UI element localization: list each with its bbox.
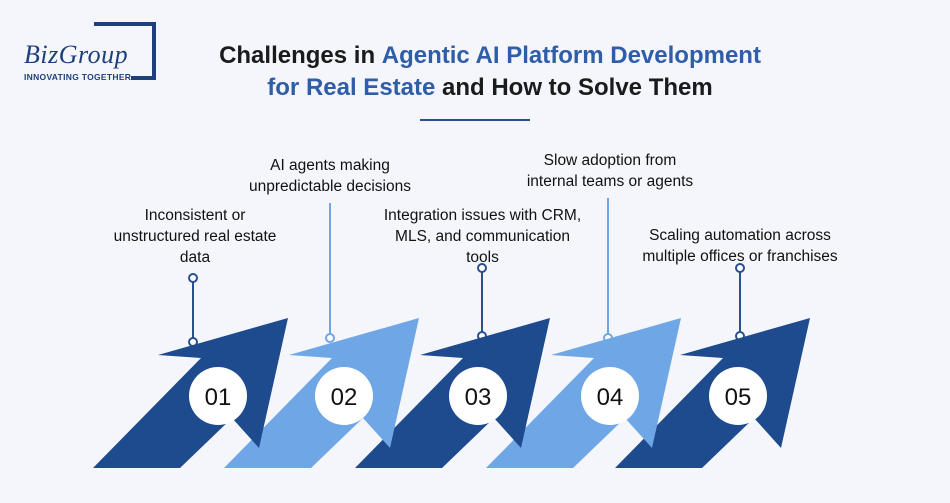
badge-5-number: 05 (725, 384, 752, 411)
step-1-caption: Inconsistent or unstructured real estate… (80, 205, 310, 268)
step-2-line1: AI agents making (270, 157, 390, 174)
bizgroup-logo: BizGroup INNOVATING TOGETHER (22, 22, 172, 86)
badge-3-number: 03 (465, 384, 492, 411)
step-3-line3: tools (466, 249, 499, 266)
badge-1-number: 01 (205, 384, 232, 411)
step-3-caption: Integration issues with CRM, MLS, and co… (355, 205, 610, 268)
badge-2 (315, 367, 373, 425)
step-2-caption: AI agents making unpredictable decisions (215, 155, 445, 197)
badge-5 (709, 367, 767, 425)
step-5-caption: Scaling automation across multiple offic… (610, 225, 870, 267)
step-3-line1: Integration issues with CRM, (383, 207, 582, 224)
title-underline (420, 119, 530, 121)
step-1-line3: data (179, 249, 211, 266)
step-5-line1: Scaling automation across (649, 227, 831, 244)
step-5-line2: multiple offices or franchises (642, 248, 838, 265)
page-title: Challenges in Agentic AI Platform Develo… (180, 40, 800, 104)
badge-3 (449, 367, 507, 425)
badge-4-number: 04 (597, 384, 624, 411)
title-highlight2: for Real Estate (267, 74, 436, 101)
title-part1: Challenges in (219, 42, 382, 69)
badge-4 (581, 367, 639, 425)
step-4-line1: Slow adoption from (543, 152, 677, 169)
step-1-line2: unstructured real estate (113, 228, 277, 245)
connector-2-dot (325, 333, 335, 343)
title-part2: and How to Solve Them (435, 74, 713, 101)
badge-2-number: 02 (331, 384, 358, 411)
connector-3-dot-top (477, 263, 487, 273)
logo-tagline: INNOVATING TOGETHER (24, 72, 132, 82)
step-2-line2: unpredictable decisions (249, 178, 411, 195)
badge-1 (189, 367, 247, 425)
connector-5-dot-top (735, 263, 745, 273)
logo-name: BizGroup (22, 40, 131, 70)
title-highlight1: Agentic AI Platform Development (381, 42, 761, 69)
step-4-caption: Slow adoption from internal teams or age… (490, 150, 730, 192)
step-3-line2: MLS, and communication (395, 228, 570, 245)
step-4-line2: internal teams or agents (526, 173, 694, 190)
step-1-line1: Inconsistent or (144, 207, 246, 224)
connector-1-dot-top (188, 273, 198, 283)
badges: 01 02 03 04 05 (189, 367, 767, 425)
